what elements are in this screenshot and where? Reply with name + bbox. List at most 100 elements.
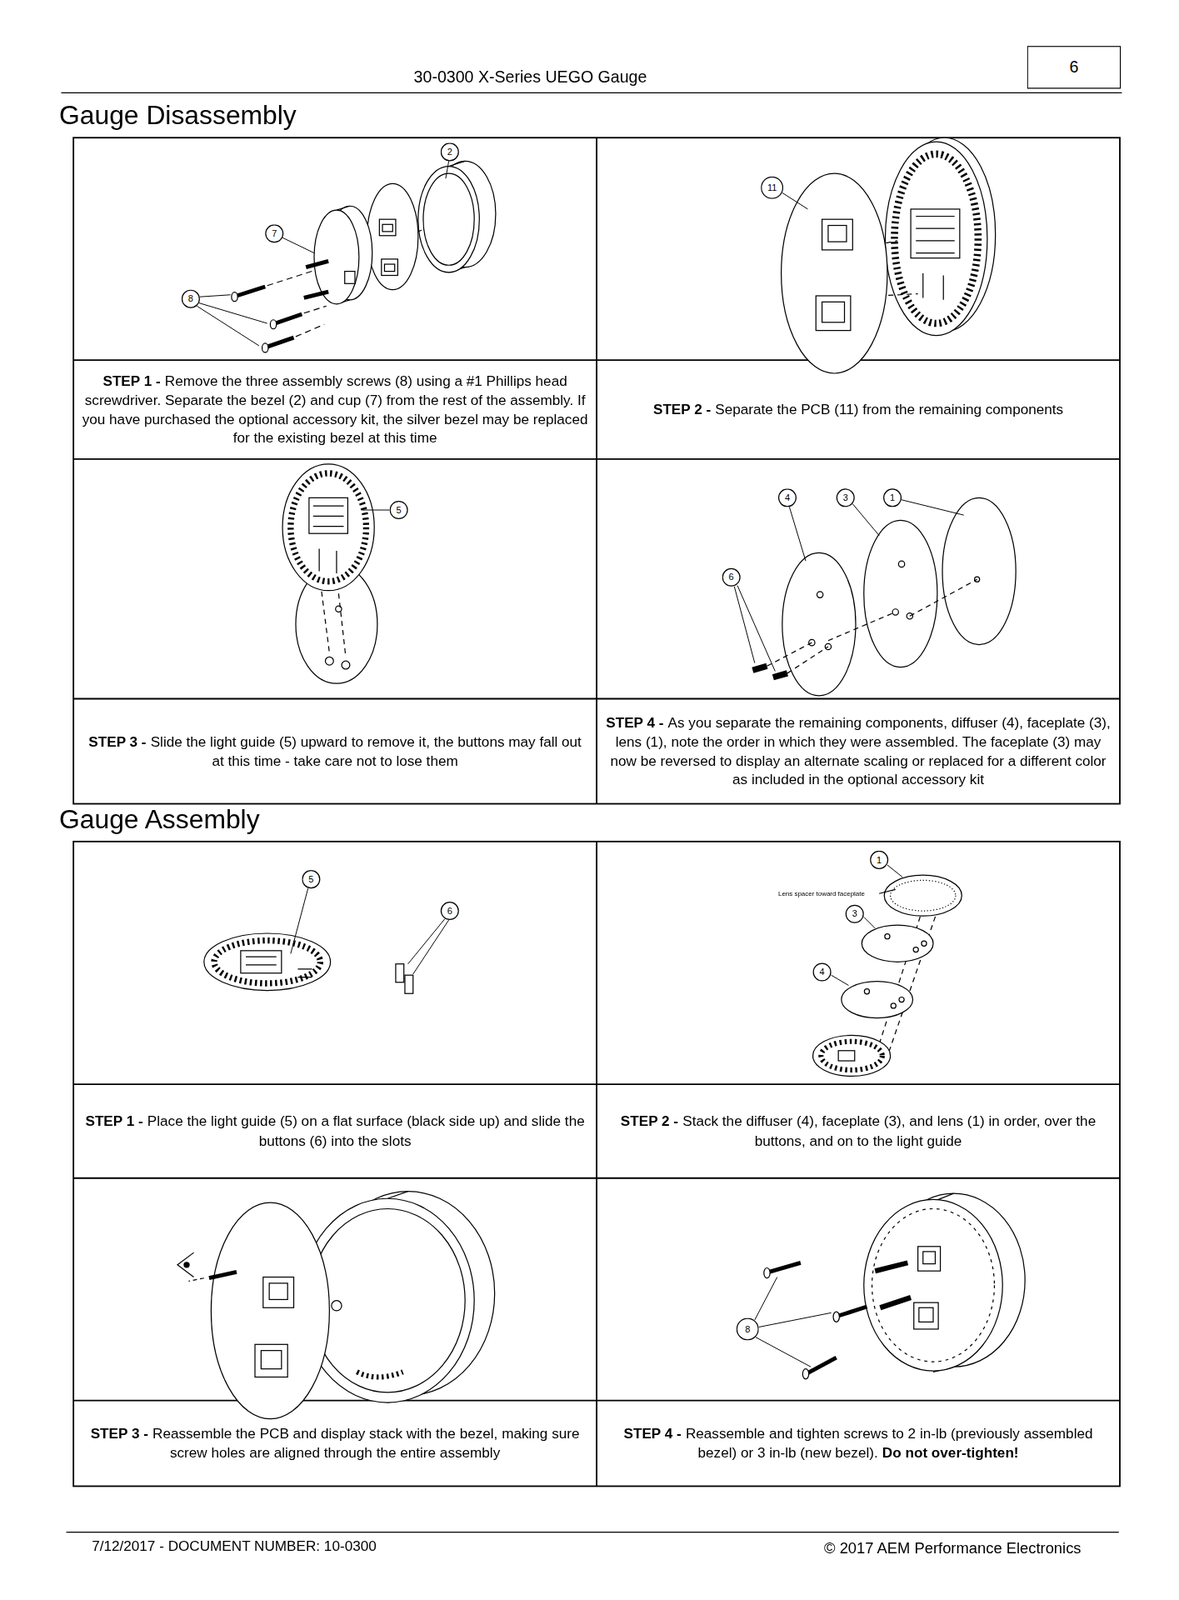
callout-number: 7 xyxy=(264,224,284,243)
light-guide xyxy=(297,969,312,978)
leader-line xyxy=(734,586,755,664)
stack-assembly xyxy=(820,1041,882,1070)
footer-text: © 2017 AEM Performance Electronics xyxy=(774,1538,1081,1557)
step-text-cell: STEP 3 -Slide the light guide (5) upward… xyxy=(73,698,597,804)
final-gauge xyxy=(872,1208,995,1362)
pcb-separation xyxy=(822,301,845,322)
callout-number: 6 xyxy=(722,568,741,587)
exploded-gauge xyxy=(231,160,496,353)
bezel-assembly xyxy=(177,1191,495,1419)
text-block: 1 xyxy=(889,493,895,503)
leader-line xyxy=(755,1337,811,1367)
light-guide-removal xyxy=(282,464,378,684)
text-block: 11 xyxy=(767,183,777,193)
leader-line xyxy=(887,864,903,878)
instruction-text: 3 xyxy=(843,492,849,503)
pcb-separation xyxy=(828,225,847,243)
instruction-text: Slide the light guide (5) upward to remo… xyxy=(150,733,582,770)
callout-number: 6 xyxy=(440,901,460,920)
display-stack xyxy=(752,497,1016,695)
display-stack xyxy=(787,646,829,674)
display-stack xyxy=(809,639,815,645)
step-number: STEP 2 - xyxy=(620,1113,679,1130)
instruction-text: 4 xyxy=(784,492,790,503)
bezel-assembly xyxy=(309,1208,465,1392)
bezel-assembly xyxy=(209,1271,237,1278)
table-grid xyxy=(73,1083,1120,1085)
pcb-separation xyxy=(781,173,888,374)
exploded-gauge xyxy=(344,271,355,285)
text-block: STEP 1 -Place the light guide (5) on a f… xyxy=(81,1111,589,1150)
leader-line xyxy=(290,888,309,954)
light-guide xyxy=(204,933,414,994)
instruction-text: As you separate the remaining components… xyxy=(609,713,1110,788)
display-stack xyxy=(773,673,788,678)
bezel-assembly xyxy=(263,1277,295,1309)
step-text-cell: STEP 4 -Reassemble and tighten screws to… xyxy=(596,1400,1120,1487)
text-block: 4 xyxy=(819,967,825,977)
light-guide xyxy=(245,956,277,965)
bezel-assembly xyxy=(269,1283,288,1300)
callout-number: 8 xyxy=(736,1317,760,1340)
step-text-cell: STEP 4 -As you separate the remaining co… xyxy=(596,698,1120,804)
light-guide-removal xyxy=(282,464,375,591)
step-text-cell: STEP 2 -Stack the diffuser (4), faceplat… xyxy=(596,1084,1120,1179)
text-block: STEP 3 -Reassemble the PCB and display s… xyxy=(81,1423,589,1463)
stack-assembly xyxy=(861,924,934,962)
page-header: 30-0300 X-Series UEGO Gauge xyxy=(326,68,735,88)
callout-number: 4 xyxy=(813,963,832,982)
text-block: 6 xyxy=(447,906,453,916)
display-stack xyxy=(864,519,938,667)
text-block: STEP 4 -Reassemble and tighten screws to… xyxy=(604,1423,1112,1463)
final-gauge xyxy=(864,1198,1003,1371)
exploded-gauge xyxy=(236,286,265,296)
final-gauge xyxy=(919,1307,934,1322)
pcb-separation xyxy=(815,295,851,331)
callout-number: 1 xyxy=(883,488,902,507)
leader-line xyxy=(782,192,809,210)
text-block: 2 xyxy=(447,147,453,157)
stack-assembly xyxy=(841,981,914,1019)
exploded-gauge xyxy=(304,305,327,314)
exploded-gauge xyxy=(231,292,238,302)
callout-number: 5 xyxy=(301,869,320,889)
light-guide xyxy=(395,964,405,983)
final-gauge xyxy=(764,1267,770,1278)
instruction-text: 8 xyxy=(188,293,194,304)
display-stack xyxy=(752,665,767,670)
pcb-separation xyxy=(910,209,960,259)
step-number: Do not over-tighten! xyxy=(882,1443,1020,1461)
bezel-assembly xyxy=(260,1350,281,1369)
stack-assembly xyxy=(864,989,870,995)
leader-line xyxy=(754,1277,778,1320)
display-stack xyxy=(892,609,899,615)
pcb-separation xyxy=(915,215,955,253)
section-heading: Gauge Assembly xyxy=(59,804,260,836)
instruction-text: 2 xyxy=(447,146,453,157)
page-rule xyxy=(60,92,1122,94)
table-grid xyxy=(73,137,1120,804)
text-block: 8 xyxy=(188,294,194,304)
light-guide xyxy=(214,940,320,984)
exploded-gauge xyxy=(314,209,360,305)
exploded-gauge xyxy=(269,319,276,330)
exploded-gauge xyxy=(295,324,325,337)
bezel-assembly xyxy=(356,1371,403,1377)
instruction-text: Separate the PCB (11) from the remaining… xyxy=(714,400,1064,418)
pcb-separation xyxy=(781,137,996,374)
light-guide-removal xyxy=(309,497,349,534)
exploded-gauge xyxy=(382,224,393,232)
text-block: 3 xyxy=(852,909,858,919)
table-grid xyxy=(73,698,1120,700)
instruction-text: 4 xyxy=(819,966,825,977)
light-guide-removal xyxy=(341,660,350,670)
exploded-gauge xyxy=(418,166,480,273)
instruction-text: 5 xyxy=(396,504,402,515)
light-guide xyxy=(204,933,331,991)
stack-assembly xyxy=(838,1050,855,1061)
callout-number: 3 xyxy=(836,488,855,507)
table-grid xyxy=(73,458,1120,460)
light-guide-removal xyxy=(324,656,334,665)
instruction-text: Reassemble the PCB and display stack wit… xyxy=(152,1424,580,1461)
